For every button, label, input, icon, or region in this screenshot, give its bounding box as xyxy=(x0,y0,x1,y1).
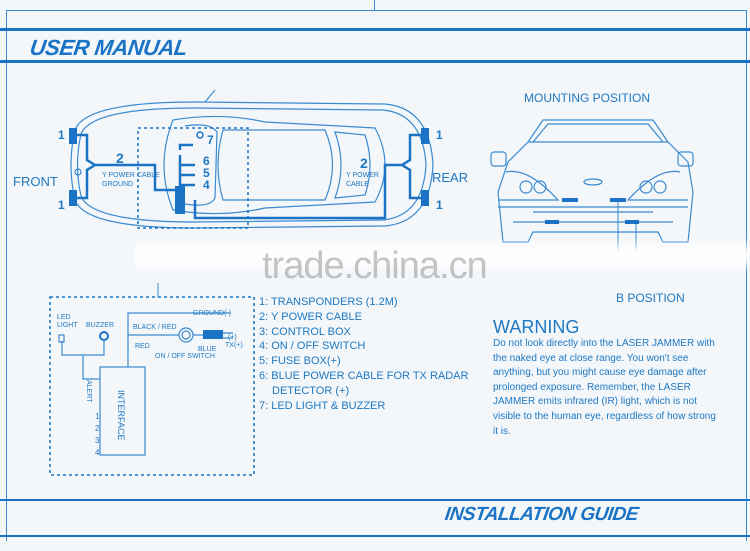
pin-2: 2 xyxy=(95,424,100,433)
front-ground-label: GROUND xyxy=(102,181,134,188)
warning-body: Do not look directly into the LASER JAMM… xyxy=(493,338,716,437)
legend-item: 4: ON / OFF SWITCH xyxy=(259,340,366,353)
rear-cable-label-1: Y POWER xyxy=(346,172,379,179)
red-label: RED xyxy=(135,343,150,350)
legend-item: 5: FUSE BOX(+) xyxy=(259,355,341,368)
header-rule-bottom xyxy=(0,60,750,63)
legend-item: 1: TRANSPONDERS (1.2M) xyxy=(259,296,398,308)
label-6: 6 xyxy=(203,154,210,168)
interface-label: INTERFACE xyxy=(116,390,126,441)
ground-label: GROUND(-) xyxy=(193,310,232,317)
pin-3: 3 xyxy=(95,436,100,445)
component-legend: 1: TRANSPONDERS (1.2M) 2: Y POWER CABLE … xyxy=(259,295,468,413)
label-5: 5 xyxy=(203,166,210,180)
switch-label: ON / OFF SWITCH xyxy=(155,353,215,360)
label-7: 7 xyxy=(207,133,214,147)
led-label-1: LED xyxy=(57,314,71,321)
legend-item: 6: BLUE POWER CABLE FOR TX RADAR xyxy=(259,369,469,382)
rear-cable-label-2: CABLE xyxy=(346,181,369,188)
alert-label: ALERT xyxy=(85,380,92,403)
pin-4: 4 xyxy=(95,448,100,457)
legend-item: DETECTOR (+) xyxy=(272,384,350,397)
car-front-view-diagram xyxy=(490,119,694,252)
legend-item: 3: CONTROL BOX xyxy=(259,325,351,338)
car-top-view-diagram xyxy=(69,90,434,229)
watermark: trade.china.cn xyxy=(262,245,488,287)
front-cable-label: Y POWER CABLE xyxy=(102,172,160,179)
header-rule-top xyxy=(0,28,750,31)
rear-label: REAR xyxy=(432,170,469,185)
tx-label: TX(+) xyxy=(225,342,243,349)
led-label-2: LIGHT xyxy=(57,322,78,329)
black-red-label: BLACK / RED xyxy=(133,324,177,331)
header-title: USER MANUAL xyxy=(28,35,189,60)
label-2-rear: 2 xyxy=(360,155,368,171)
footer-title: INSTALLATION GUIDE xyxy=(443,504,640,525)
b-position-label: B POSITION xyxy=(616,291,685,305)
label-1-front-bottom: 1 xyxy=(58,198,65,212)
plus-label: (+) xyxy=(228,334,237,341)
page-frame xyxy=(6,10,747,541)
pin-1: 1 xyxy=(95,412,100,421)
wiring-diagram xyxy=(49,283,255,476)
watermark-band xyxy=(135,238,750,273)
footer-rule-bottom xyxy=(0,535,750,537)
legend-item: 7: LED LIGHT & BUZZER xyxy=(259,399,386,412)
blue-label: BLUE xyxy=(198,346,217,353)
front-label: FRONT xyxy=(13,174,58,189)
footer-rule-top xyxy=(0,499,750,501)
label-1-front-top: 1 xyxy=(58,128,65,142)
label-1-rear-bottom: 1 xyxy=(436,198,443,212)
label-2-front: 2 xyxy=(116,150,124,166)
buzzer-label: BUZZER xyxy=(86,322,114,329)
warning-title: WARNING xyxy=(493,317,580,337)
mounting-position-label: MOUNTING POSITION xyxy=(524,91,650,105)
label-1-rear-top: 1 xyxy=(436,128,443,142)
legend-item: 2: Y POWER CABLE xyxy=(259,310,362,323)
top-divider xyxy=(374,0,375,10)
label-4: 4 xyxy=(203,178,210,192)
